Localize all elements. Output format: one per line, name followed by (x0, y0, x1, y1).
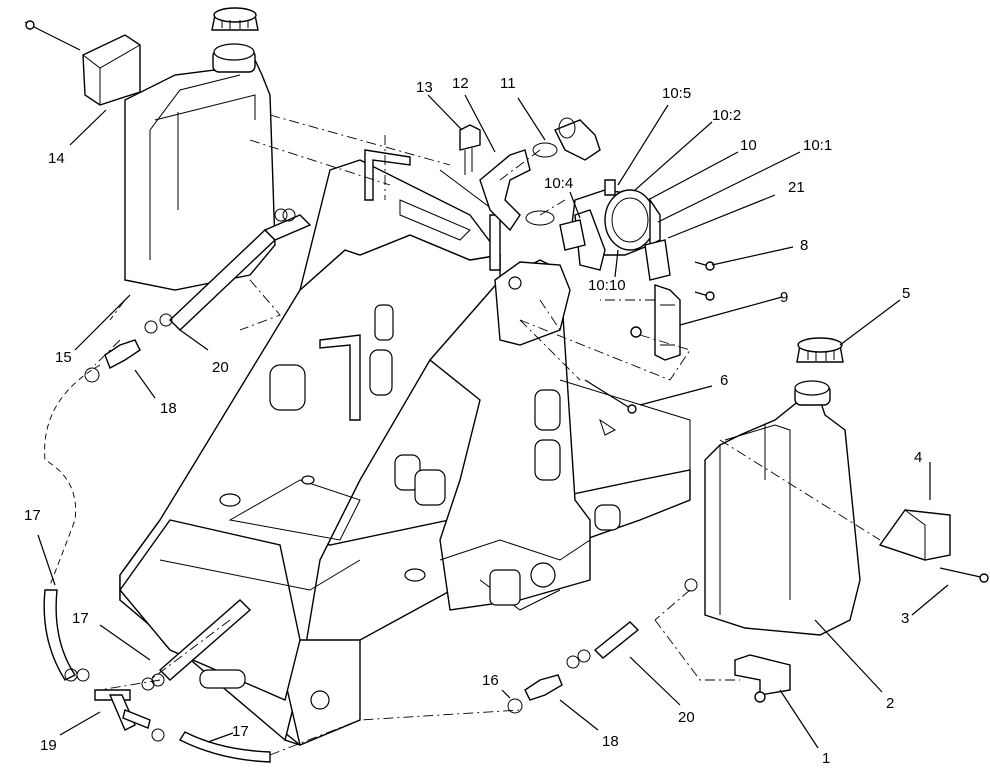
callout-10-1: 10:1 (803, 137, 832, 154)
mounting-bracket (734, 654, 791, 703)
clamp-left-b (159, 313, 173, 327)
left-hydraulic-tank (124, 43, 276, 291)
callout-21: 21 (788, 179, 805, 196)
callout-20-left: 20 (212, 359, 229, 376)
callout-1: 1 (822, 750, 830, 767)
air-cleaner-bracket (654, 284, 681, 361)
callout-13: 13 (416, 79, 433, 96)
mounting-strap (644, 239, 671, 281)
clamp-right-b (577, 649, 591, 663)
suction-hose-right (593, 621, 640, 659)
callout-15: 15 (55, 349, 72, 366)
right-hydraulic-tank (704, 380, 861, 636)
callout-5: 5 (902, 285, 910, 302)
drain-hose-left (43, 589, 77, 681)
hose-barb-fitting-right (524, 674, 563, 701)
left-tank-strap-bolt-head (25, 20, 35, 30)
callout-16: 16 (482, 672, 499, 689)
left-filler-cap (211, 7, 259, 31)
clamp-fitting-right (507, 698, 523, 714)
callout-10: 10 (740, 137, 757, 154)
clamp-left-a (144, 320, 158, 334)
clamp-middle-b (151, 673, 165, 687)
callout-12: 12 (452, 75, 469, 92)
callout-20-right: 20 (678, 709, 695, 726)
right-filler-cap (796, 337, 844, 363)
left-tank-bracket (82, 34, 141, 106)
clamp-tank-b (282, 208, 296, 222)
callout-18-left: 18 (160, 400, 177, 417)
right-tank-strap-bolt-head (979, 573, 989, 583)
clamp-17-b (76, 668, 90, 682)
callout-14: 14 (48, 150, 65, 167)
right-tank-strap-bolt (939, 567, 986, 579)
callout-17-bottom: 17 (232, 723, 249, 740)
hose-clamp-upper (532, 142, 558, 158)
air-intake-hose (479, 149, 531, 232)
callout-4: 4 (914, 449, 922, 466)
callout-2: 2 (886, 695, 894, 712)
callout-17-middle: 17 (72, 610, 89, 627)
callout-10-2: 10:2 (712, 107, 741, 124)
callout-11: 11 (500, 75, 516, 92)
callout-labels: 1 2 3 4 5 6 8 9 10 10:1 10:2 10:4 10:5 1… (24, 75, 922, 767)
clamp-fitting-left (84, 367, 100, 383)
air-cleaner-assembly (559, 179, 661, 271)
callout-9: 9 (780, 289, 788, 306)
drain-hose-middle (158, 599, 252, 681)
drain-hose-bottom (178, 731, 271, 763)
suction-hose-upper (263, 214, 312, 241)
intake-elbow (554, 119, 601, 161)
callout-3: 3 (901, 610, 909, 627)
clamp-tank-a (274, 208, 288, 222)
callout-10-4: 10:4 (544, 175, 573, 192)
tee-fitting (94, 689, 151, 731)
right-tank-bracket (878, 509, 951, 561)
frame-bolt (584, 379, 631, 409)
callout-17-left: 17 (24, 507, 41, 524)
clamp-right-a (566, 655, 580, 669)
center-lines (44, 114, 881, 756)
callout-10-5: 10:5 (662, 85, 691, 102)
leader-lines (37, 94, 949, 749)
callout-10-10: 10:10 (588, 277, 626, 294)
hose-barb-fitting-left (104, 339, 141, 369)
callout-8: 8 (800, 237, 808, 254)
callout-19: 19 (40, 737, 57, 754)
precleaner-cap (459, 124, 481, 175)
hose-clamp-lower (525, 210, 555, 226)
clamp-tee (151, 728, 165, 742)
callout-6: 6 (720, 372, 728, 389)
callout-18-right: 18 (602, 733, 619, 750)
clamp-right-tank (684, 578, 698, 592)
main-frame (119, 149, 691, 746)
nut (630, 326, 642, 338)
